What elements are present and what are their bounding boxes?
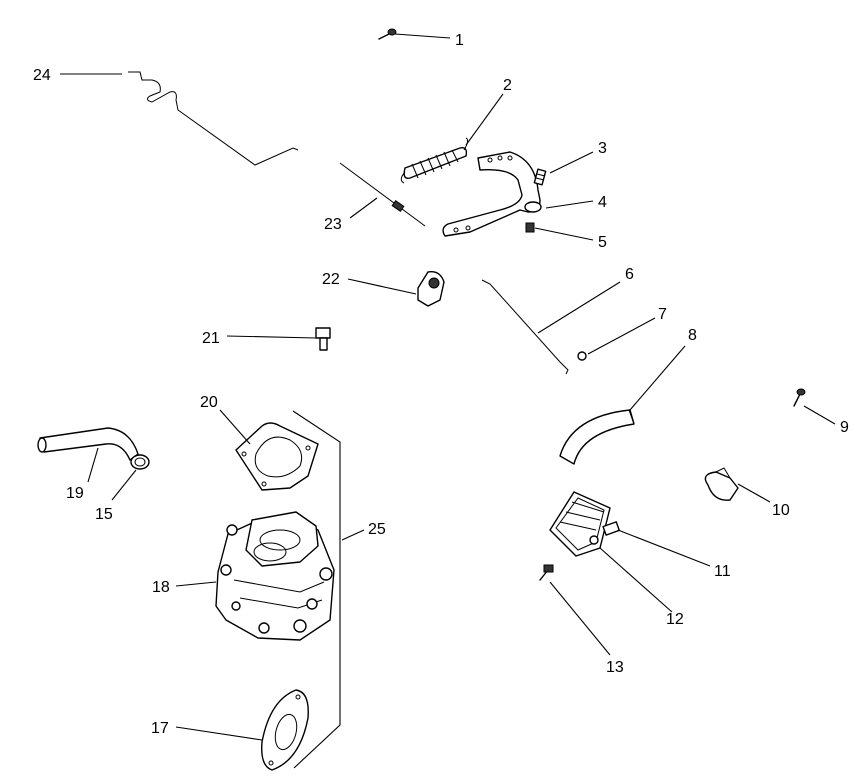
part-2-spring bbox=[400, 137, 469, 184]
part-24-rod bbox=[128, 71, 299, 166]
part-25-group-bracket bbox=[292, 410, 341, 769]
part-4-throttle-lever bbox=[442, 151, 542, 237]
callout-15: 15 bbox=[95, 506, 113, 523]
callout-1: 1 bbox=[455, 32, 464, 49]
callout-19: 19 bbox=[66, 485, 84, 502]
part-23-link-rod bbox=[339, 162, 426, 227]
callout-18: 18 bbox=[152, 579, 170, 596]
part-5-nut bbox=[525, 222, 535, 233]
callout-3: 3 bbox=[598, 140, 607, 157]
callout-25: 25 bbox=[368, 521, 386, 538]
part-22-bracket bbox=[417, 271, 445, 307]
part-17-gasket bbox=[261, 689, 309, 771]
callout-5: 5 bbox=[598, 234, 607, 251]
part-6-link-rod bbox=[481, 279, 569, 375]
part-1-screw bbox=[378, 28, 397, 40]
callout-9: 9 bbox=[840, 419, 849, 436]
callout-labels: 1 24 2 3 4 23 5 22 6 7 8 21 20 9 19 10 1… bbox=[33, 32, 849, 737]
callout-11: 11 bbox=[714, 563, 731, 580]
callout-22: 22 bbox=[322, 271, 340, 288]
part-15-clamp bbox=[130, 454, 150, 470]
callout-10: 10 bbox=[772, 502, 790, 519]
callout-4: 4 bbox=[598, 194, 607, 211]
part-13-screw bbox=[539, 564, 554, 581]
part-9-screw bbox=[793, 388, 806, 407]
part-10-clamp bbox=[704, 467, 739, 501]
callout-6: 6 bbox=[625, 266, 634, 283]
leader-lines bbox=[60, 33, 836, 741]
callout-24: 24 bbox=[33, 67, 51, 84]
part-12-fuel-pump bbox=[549, 491, 611, 557]
callout-2: 2 bbox=[503, 77, 512, 94]
part-21-fitting bbox=[315, 327, 331, 351]
part-20-gasket bbox=[235, 422, 319, 491]
callout-8: 8 bbox=[688, 327, 697, 344]
callout-17: 17 bbox=[151, 720, 169, 737]
callout-7: 7 bbox=[658, 306, 667, 323]
part-11-fitting bbox=[602, 521, 620, 536]
callout-20: 20 bbox=[200, 394, 218, 411]
part-18-carburetor bbox=[215, 511, 335, 641]
part-3-screw bbox=[533, 168, 547, 186]
callout-23: 23 bbox=[324, 216, 342, 233]
callout-13: 13 bbox=[606, 659, 624, 676]
callout-12: 12 bbox=[666, 611, 684, 628]
callout-21: 21 bbox=[202, 330, 220, 347]
part-8-hose bbox=[559, 409, 635, 465]
part-19-hose bbox=[37, 427, 139, 461]
part-7-clip bbox=[577, 351, 587, 361]
